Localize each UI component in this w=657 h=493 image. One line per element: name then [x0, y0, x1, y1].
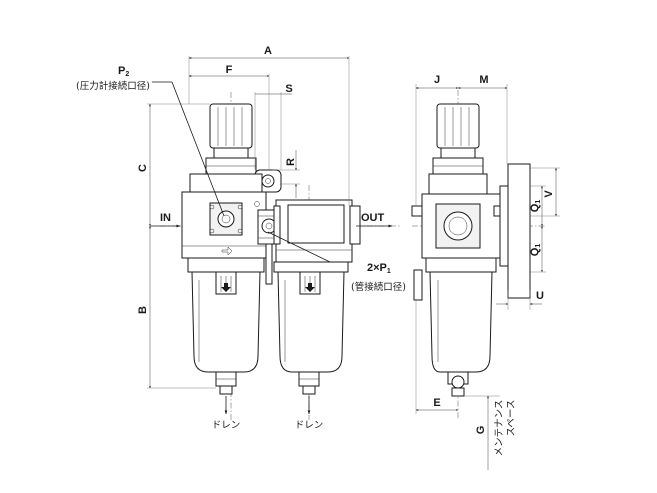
dim-label-m: M	[479, 74, 488, 86]
dim-label-q1-upper: Q1	[529, 200, 542, 213]
in-label: IN	[160, 212, 171, 224]
p2-label: P2	[118, 65, 129, 78]
p2-note: (圧力計接続口径)	[76, 80, 150, 92]
dim-label-f: F	[226, 64, 233, 76]
maintenance-space-line2: スペース	[506, 400, 517, 437]
right-bowl	[273, 261, 349, 395]
dim-label-c: C	[137, 164, 149, 172]
drain-label-right: ドレン	[295, 420, 324, 431]
dim-label-v: V	[543, 190, 555, 198]
side-view	[411, 84, 560, 470]
dim-label-e: E	[433, 397, 440, 409]
p1-label: 2×P1	[367, 262, 391, 275]
dim-label-q1-lower: Q1	[529, 244, 542, 257]
dim-label-s: S	[285, 83, 292, 95]
out-label: OUT	[361, 212, 385, 224]
dim-label-u: U	[536, 290, 544, 302]
drain-label-left: ドレン	[212, 420, 241, 431]
dim-label-a: A	[264, 45, 272, 57]
filter-body	[273, 199, 361, 263]
regulator-knob	[205, 103, 257, 175]
maintenance-space-line1: メンテナンス	[494, 400, 505, 457]
regulator-body	[181, 173, 267, 259]
p1-note: (管接続口径)	[351, 281, 406, 293]
dim-label-r: R	[285, 158, 297, 166]
front-view	[147, 56, 400, 420]
dim-label-j: J	[434, 74, 440, 86]
dim-label-g: G	[475, 426, 487, 435]
left-bowl	[187, 257, 265, 395]
dim-label-b: B	[137, 306, 149, 314]
